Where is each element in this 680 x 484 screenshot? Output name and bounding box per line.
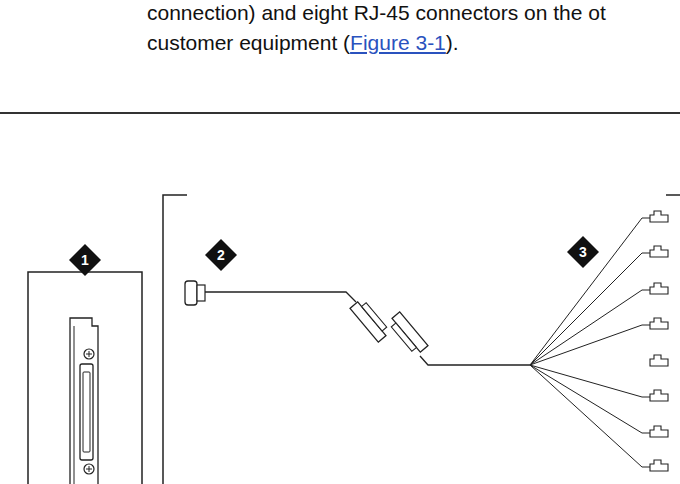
paragraph-text: customer equipment ( <box>147 31 350 54</box>
screw <box>84 464 94 474</box>
wire <box>530 290 650 365</box>
mated-connector <box>350 298 391 342</box>
rule <box>0 112 680 114</box>
wire <box>530 325 650 365</box>
callout-number: 1 <box>70 250 100 270</box>
cable <box>420 356 530 365</box>
rj45-plug <box>650 318 668 329</box>
connector-plug <box>362 303 387 331</box>
screw-cross <box>86 351 92 357</box>
connector-shell <box>350 302 386 342</box>
rj45-plug <box>650 246 668 257</box>
paragraph-text: ). <box>446 31 459 54</box>
callout-diamond <box>567 236 599 268</box>
wire <box>530 365 650 433</box>
wire <box>530 365 650 467</box>
cable <box>205 292 356 302</box>
rj45-plug <box>650 390 668 401</box>
cable-connector <box>185 281 197 305</box>
connector-shell <box>392 312 428 352</box>
frame <box>666 194 680 196</box>
bracket-edge <box>74 326 75 484</box>
paragraph-line: customer equipment (Figure 3-1). <box>147 30 459 56</box>
screw-cross <box>86 466 92 472</box>
callout-number: 2 <box>206 245 236 265</box>
rj45-plug <box>650 211 668 222</box>
wire <box>530 253 650 365</box>
frame <box>28 272 142 484</box>
connector-hood <box>197 285 205 301</box>
frame <box>163 195 187 484</box>
rj45-plug <box>650 283 668 294</box>
paragraph-line: connection) and eight RJ-45 connectors o… <box>147 0 606 26</box>
rj45-plug <box>650 355 668 366</box>
screw <box>84 349 94 359</box>
callout-number: 3 <box>568 242 598 262</box>
wire <box>530 218 650 365</box>
card-bracket <box>70 318 98 484</box>
mated-connector <box>387 312 428 356</box>
rj45-plug <box>650 460 668 471</box>
callout-diamond <box>205 239 237 271</box>
connector-plug <box>391 323 416 351</box>
fanout <box>530 211 668 471</box>
callout-diamond <box>69 244 101 276</box>
figure-link: Figure 3-1 <box>350 31 446 54</box>
paragraph-text: connection) and eight RJ-45 connectors o… <box>147 1 606 24</box>
connector-socket-inner <box>83 372 90 452</box>
connector-socket <box>80 364 93 460</box>
rj45-plug <box>650 426 668 437</box>
